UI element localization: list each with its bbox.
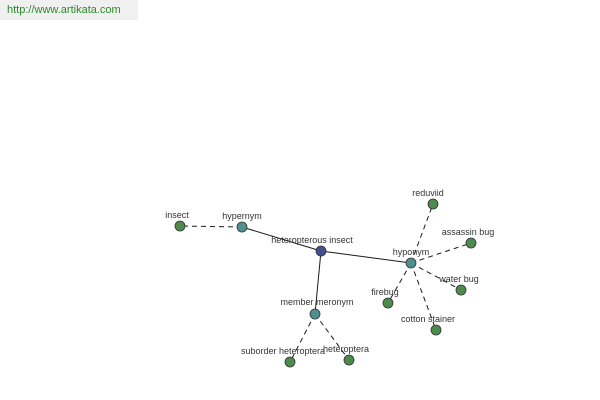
leaf-label-reduviid[interactable]: reduviid — [412, 188, 444, 198]
relation-label-member-meronym[interactable]: member meronym — [280, 297, 353, 307]
graph-labels: insect reduviid assassin bug water bug fireb… — [165, 188, 494, 356]
edge-heteropterous-insect-to-member-meronym — [314, 250, 322, 315]
edge-hyponym-to-reduviid — [410, 203, 434, 264]
edge-member-meronym-to-suborder-heteroptera — [289, 313, 316, 363]
leaf-node-insect[interactable] — [174, 220, 186, 232]
relation-node-hypernym[interactable] — [236, 221, 248, 233]
leaf-label-assassin-bug[interactable]: assassin bug — [442, 227, 495, 237]
relation-node-member-meronym[interactable] — [309, 308, 321, 320]
source-link[interactable]: http://www.artikata.com — [0, 0, 138, 20]
center-node-heteropterous-insect[interactable] — [315, 245, 327, 257]
leaf-label-suborder-heteroptera[interactable]: suborder heteroptera — [241, 346, 325, 356]
edge-member-meronym-to-heteroptera — [314, 313, 350, 361]
leaf-node-reduviid[interactable] — [427, 198, 439, 210]
relation-node-hyponym[interactable] — [405, 257, 417, 269]
edge-hyponym-to-assassin-bug — [410, 242, 472, 264]
edge-hyponym-to-cotton-stainer — [410, 262, 437, 331]
leaf-node-assassin-bug[interactable] — [465, 237, 477, 249]
edge-hyponym-to-firebug — [387, 262, 412, 304]
leaf-label-water-bug[interactable]: water bug — [438, 274, 479, 284]
leaf-node-water-bug[interactable] — [455, 284, 467, 296]
edge-hypernym-to-insect — [179, 225, 243, 228]
graph-edges — [179, 203, 472, 363]
edge-heteropterous-insect-to-hypernym — [241, 226, 322, 252]
leaf-label-cotton-stainer[interactable]: cotton stainer — [401, 314, 455, 324]
leaf-label-firebug[interactable]: firebug — [371, 287, 399, 297]
edge-hyponym-to-water-bug — [410, 262, 462, 291]
relation-label-hypernym[interactable]: hypernym — [222, 211, 262, 221]
leaf-node-firebug[interactable] — [382, 297, 394, 309]
leaf-node-heteroptera[interactable] — [343, 354, 355, 366]
leaf-label-heteroptera[interactable]: heteroptera — [323, 344, 369, 354]
edge-heteropterous-insect-to-hyponym — [320, 250, 412, 264]
leaf-label-insect[interactable]: insect — [165, 210, 189, 220]
leaf-node-cotton-stainer[interactable] — [430, 324, 442, 336]
center-label-heteropterous-insect[interactable]: heteropterous insect — [271, 235, 353, 245]
graph-nodes — [174, 198, 477, 368]
leaf-node-suborder-heteroptera[interactable] — [284, 356, 296, 368]
relation-label-hyponym[interactable]: hyponym — [393, 247, 430, 257]
